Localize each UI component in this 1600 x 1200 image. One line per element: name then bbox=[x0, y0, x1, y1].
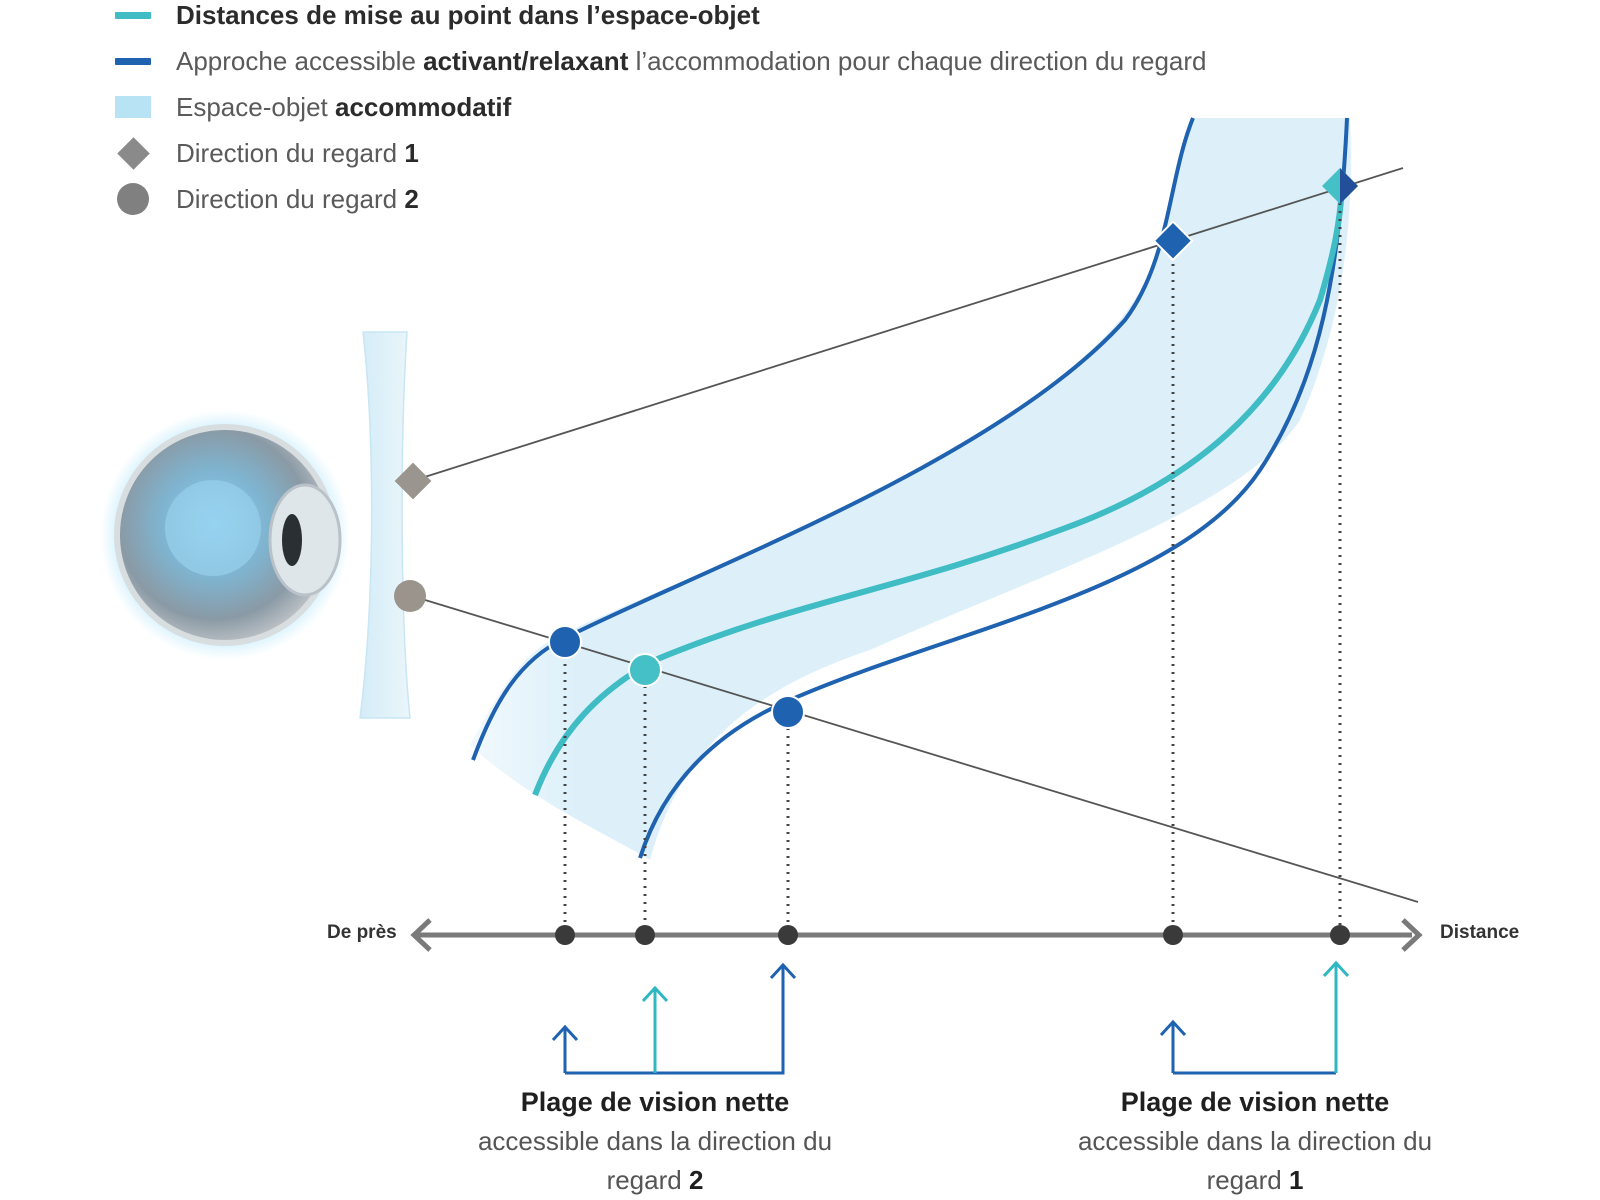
axis-point bbox=[555, 925, 575, 945]
intersection-far-point-gaze-2 bbox=[771, 695, 805, 729]
caption-text: regard bbox=[1206, 1165, 1289, 1195]
intersection-far-point-gaze-1 bbox=[1340, 168, 1358, 204]
axis-label-near: De près bbox=[327, 922, 397, 943]
caption-title: Plage de vision nette bbox=[520, 1087, 790, 1117]
caption-text-bold: 2 bbox=[688, 1165, 704, 1195]
light-blue-rect-swatch bbox=[115, 96, 151, 118]
gaze-line-1 bbox=[411, 167, 1404, 482]
axis-point bbox=[635, 925, 655, 945]
axis-label-distance: Distance bbox=[1440, 922, 1520, 943]
legend-text: Direction du regard bbox=[176, 137, 405, 168]
gaze-1-origin-diamond bbox=[394, 462, 432, 500]
legend-text: Direction du regard bbox=[176, 183, 405, 214]
axis-point bbox=[778, 925, 798, 945]
caption-text-bold: 1 bbox=[1288, 1165, 1304, 1195]
legend-text-bold: 2 bbox=[404, 183, 419, 214]
axis-point bbox=[1163, 925, 1183, 945]
accommodative-space-band bbox=[470, 118, 1351, 860]
axis-point bbox=[1330, 925, 1350, 945]
legend-item-focus-distances: Distances de mise au point dans l’espace… bbox=[115, 0, 1315, 35]
legend-item-accommodative-space: Espace-objet accommodatif bbox=[115, 87, 1315, 127]
gaze-2-origin-circle bbox=[394, 580, 426, 612]
spectacle-lens bbox=[359, 331, 411, 719]
axis-left-arrow bbox=[410, 918, 432, 952]
legend-text-bold: 1 bbox=[404, 137, 419, 168]
caption-gaze-1: Plage de vision nette accessible dans la… bbox=[1045, 1083, 1465, 1200]
blue-line-swatch bbox=[115, 57, 151, 65]
axis-right-arrow bbox=[1401, 918, 1423, 952]
eye-illustration bbox=[100, 410, 350, 660]
caption-line: regard 1 bbox=[1045, 1161, 1465, 1200]
intersection-focus-point-gaze-2 bbox=[628, 653, 662, 687]
teal-line-swatch bbox=[115, 11, 151, 19]
caption-line: accessible dans la direction du bbox=[477, 1126, 833, 1156]
caption-title: Plage de vision nette bbox=[1120, 1087, 1390, 1117]
caption-text: regard bbox=[606, 1165, 689, 1195]
legend-text-bold: accommodatif bbox=[334, 91, 512, 122]
legend-text: Espace-objet bbox=[176, 91, 335, 122]
legend-item-gaze-direction-2: Direction du regard 2 bbox=[115, 179, 1315, 219]
intersection-near-point-gaze-2 bbox=[548, 625, 582, 659]
legend-item-accessible-approach: Approche accessible activant/relaxant l’… bbox=[115, 41, 1315, 81]
caption-line: accessible dans la direction du bbox=[1077, 1126, 1433, 1156]
clear-vision-range-bracket-gaze-2 bbox=[551, 962, 797, 1075]
caption-gaze-2: Plage de vision nette accessible dans la… bbox=[445, 1083, 865, 1200]
legend-text-bold: activant/relaxant bbox=[423, 45, 629, 76]
caption-line: regard 2 bbox=[445, 1161, 865, 1200]
clear-vision-range-bracket-gaze-1 bbox=[1159, 960, 1350, 1075]
legend-text: l’accommodation pour chaque direction du… bbox=[628, 45, 1207, 76]
focus-distance-curve bbox=[532, 187, 1345, 797]
lower-approach-curve bbox=[638, 117, 1349, 859]
legend-text-bold: Distances de mise au point dans l’espace… bbox=[176, 0, 760, 30]
gray-circle-icon bbox=[117, 183, 149, 215]
legend-text: Approche accessible bbox=[176, 45, 424, 76]
legend-item-gaze-direction-1: Direction du regard 1 bbox=[115, 133, 1315, 173]
intersection-near-point-gaze-1 bbox=[1152, 220, 1194, 262]
